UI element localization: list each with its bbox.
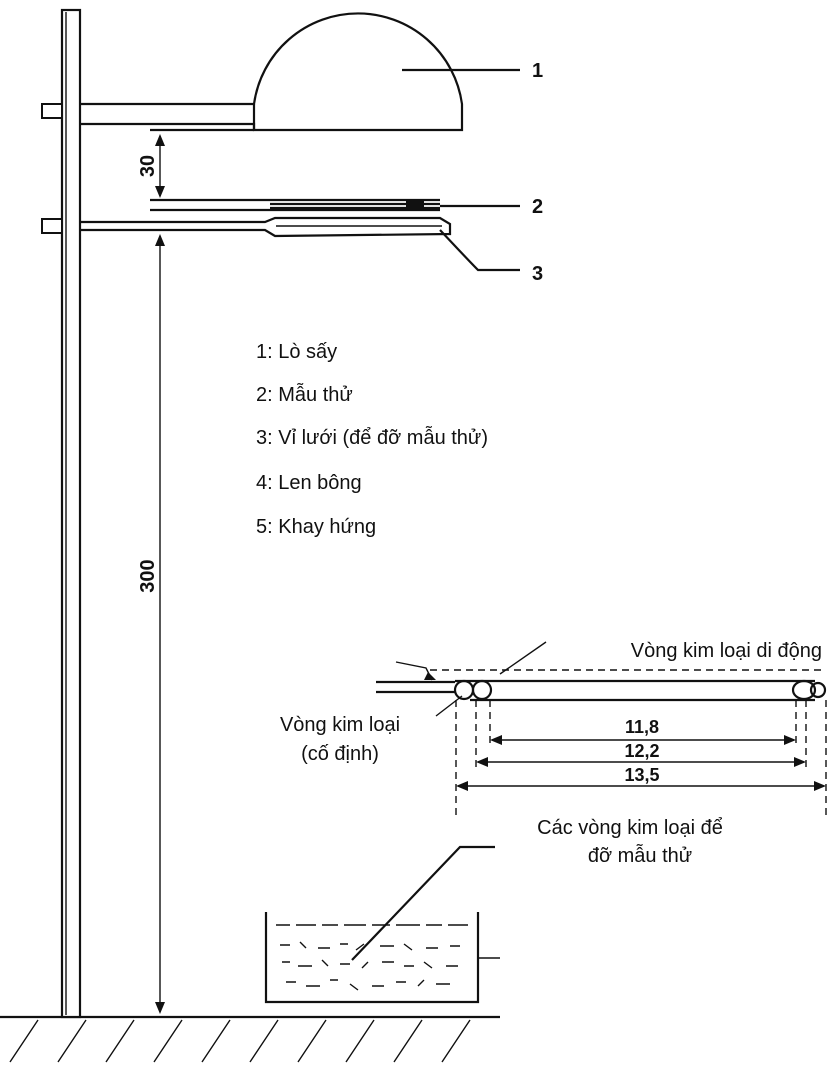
callout-2: 2 (532, 196, 543, 218)
callout-1: 1 (532, 60, 543, 82)
ring-dimension-middle: 12,2 (624, 741, 659, 761)
stand-pole (60, 8, 82, 1019)
oven (41, 12, 464, 132)
ring-detail (376, 641, 827, 820)
legend-item-sample: 2: Mẫu thử (256, 383, 353, 406)
ring-dimension-outer: 13,5 (624, 765, 659, 785)
dimension-30-label: 30 (137, 155, 159, 177)
dimension-300 (155, 234, 165, 1014)
legend-item-tray: 5: Khay hứng (256, 516, 376, 538)
ring-dimension-inner: 11,8 (625, 717, 659, 737)
movable-ring-label: Vòng kim loại di động (631, 640, 822, 662)
leader-line-3 (439, 229, 520, 272)
fixed-ring-label-line1: Vòng kim loại (280, 714, 400, 736)
legend-item-oven: 1: Lò sấy (256, 341, 337, 363)
ground (0, 1015, 500, 1063)
test-sample (150, 198, 440, 212)
collection-tray (264, 912, 500, 1004)
detail-caption-line1: Các vòng kim loại để (537, 817, 723, 839)
callout-3: 3 (532, 263, 543, 285)
legend-item-grid: 3: Vỉ lưới (để đỡ mẫu thử) (256, 426, 488, 449)
legend-item-cotton: 4: Len bông (256, 472, 362, 494)
fixed-ring-label-line2: (cố định) (301, 743, 379, 765)
dimension-30 (155, 134, 165, 198)
leader-line-4 (351, 845, 495, 961)
cotton-wool (276, 924, 468, 991)
dimension-300-label: 300 (137, 559, 159, 592)
detail-caption-line2: đỡ mẫu thử (588, 844, 692, 867)
wire-grid-support (41, 216, 452, 238)
